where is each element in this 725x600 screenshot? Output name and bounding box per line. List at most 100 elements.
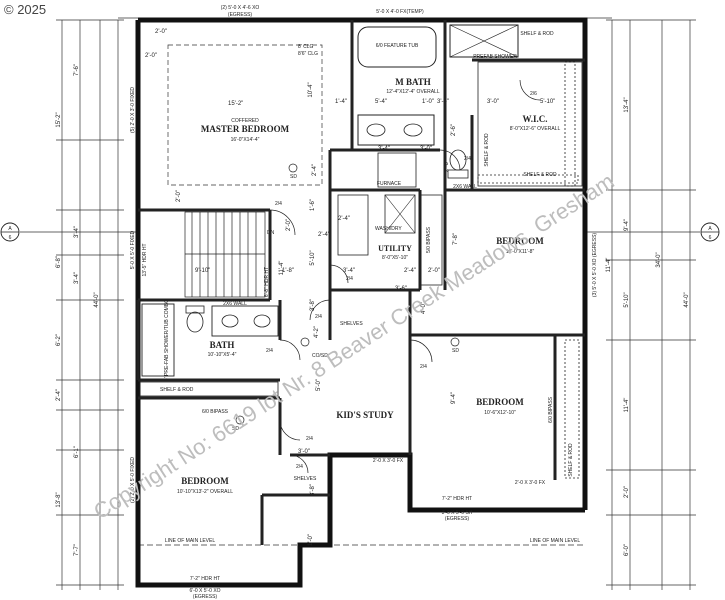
- stair-hdr-label: 13'-5" HDR HT: [142, 243, 148, 276]
- svg-text:3'-4": 3'-4": [343, 268, 355, 274]
- svg-text:3'-4": 3'-4": [74, 272, 80, 284]
- svg-text:7'-7": 7'-7": [74, 544, 80, 556]
- svg-text:2'-0": 2'-0": [286, 219, 292, 231]
- svg-text:44'-0": 44'-0": [94, 292, 100, 307]
- main-level-left-label: LINE OF MAIN LEVEL: [165, 538, 216, 544]
- sd-label-master: SD: [290, 174, 297, 180]
- svg-text:3'-0": 3'-0": [298, 449, 310, 455]
- svg-text:1'-0": 1'-0": [422, 99, 434, 105]
- svg-text:3'-8": 3'-8": [310, 299, 316, 311]
- kids-study-name: KID'S STUDY: [336, 410, 394, 420]
- washer-box: [337, 194, 369, 256]
- bedroom-east-name: BEDROOM: [496, 236, 544, 246]
- svg-text:6'-1": 6'-1": [74, 446, 80, 458]
- svg-text:13'-8": 13'-8": [56, 492, 62, 507]
- win-south-label: 6'-0 X 5'-0 XO: [189, 588, 220, 594]
- svg-text:A: A: [708, 226, 712, 232]
- svg-text:3'-4": 3'-4": [437, 99, 449, 105]
- svg-text:2/6: 2/6: [530, 91, 537, 97]
- svg-text:5'-4": 5'-4": [375, 99, 387, 105]
- sink-icon: [221, 314, 239, 328]
- svg-text:4'-0": 4'-0": [421, 302, 427, 314]
- stair-window-label: 5'-0 X 5'-0 FIXED: [130, 230, 136, 269]
- wic-name: W.I.C.: [523, 114, 548, 124]
- svg-text:11'-4": 11'-4": [606, 258, 612, 273]
- shelf-rod-vertical-label: SHELF & ROD: [484, 133, 490, 167]
- furnace-label: FURNACE: [377, 181, 402, 187]
- shelf-rod-east-label: SHELF & ROD: [568, 443, 574, 477]
- vanity-bath: [211, 305, 279, 337]
- svg-text:2'-0": 2'-0": [176, 190, 182, 202]
- smoke-detectors: [235, 163, 460, 425]
- shower-tub-combo: [141, 303, 175, 377]
- win-center-label: 3'-0 X 5'-0 SH: [442, 510, 473, 516]
- vanity-master: [357, 114, 435, 146]
- door-labels: 2/4 2/4 2/4 2/4 2/4 2/4 2/6 2/4 2/4: [266, 91, 537, 470]
- svg-text:3'-6": 3'-6": [395, 286, 407, 292]
- bipass-utility-label: 5/0 BIPASS: [426, 226, 432, 253]
- washer-label: WASH/DRY: [375, 226, 402, 232]
- svg-text:5'-0": 5'-0": [316, 379, 322, 391]
- svg-text:1'-0": 1'-0": [308, 534, 314, 546]
- m-bath-size: 12'-4"X12'-4" OVERALL: [386, 89, 439, 95]
- win-center-egress: (EGRESS): [445, 516, 470, 522]
- svg-text:2'-0": 2'-0": [155, 29, 167, 35]
- m-bath-name: M BATH: [395, 77, 431, 87]
- west-window-label: (5) 2'-0 X 3'-0 FIXED: [130, 87, 136, 133]
- svg-text:6'-0": 6'-0": [624, 544, 630, 556]
- prefab-shower-shape: [449, 24, 519, 58]
- svg-text:5'-10": 5'-10": [310, 250, 316, 265]
- svg-text:1'-4": 1'-4": [335, 99, 347, 105]
- shelves-hall-label: SHELVES: [294, 476, 317, 482]
- exterior-walls: [135, 17, 588, 588]
- hdr-south-label: 7'-2" HDR HT: [190, 576, 220, 582]
- win-study-label: 2'-0 X 3'-0 FX: [373, 458, 404, 464]
- coffered-ceiling-outline: [167, 44, 323, 186]
- svg-text:3'-4": 3'-4": [74, 226, 80, 238]
- door-swings: [269, 79, 541, 474]
- svg-text:2/4: 2/4: [315, 314, 322, 320]
- right-dimensions: 13'-4" 9'-4" 11'-4" 34'-0" 5'-10" 11'-4"…: [606, 97, 690, 556]
- bedroom-center-name: BEDROOM: [476, 397, 524, 407]
- win-east-label: 2'-0 X 3'-0 FX: [515, 480, 546, 486]
- stairs: [184, 211, 266, 298]
- top-window-label: (2) 5'-0 X 4'-6 XO: [221, 5, 260, 11]
- svg-text:2'-4": 2'-4": [338, 216, 350, 222]
- sink-icon: [366, 123, 386, 137]
- sd-label-south: SD: [232, 426, 239, 432]
- svg-text:2'-0": 2'-0": [145, 53, 157, 59]
- bedroom-center-size: 10'-6"X12'-10": [484, 410, 516, 416]
- svg-text:44'-0": 44'-0": [684, 292, 690, 307]
- sink-icon: [403, 123, 423, 137]
- svg-text:15'-2": 15'-2": [228, 101, 243, 107]
- svg-text:10'-4": 10'-4": [308, 82, 314, 97]
- west-window-south-label: (2) 2'-0 X 5'-0 FIXED: [130, 457, 136, 503]
- svg-text:2/4: 2/4: [464, 156, 471, 162]
- svg-text:5'-10": 5'-10": [540, 99, 555, 105]
- svg-text:2/4: 2/4: [275, 201, 282, 207]
- svg-text:6'-2": 6'-2": [56, 334, 62, 346]
- copyright-text: © 2025: [4, 2, 46, 17]
- coffered-note: COFFERED: [231, 118, 259, 124]
- east-window-label: (3) 5'-0 X 5'-0 XO (EGRESS): [592, 233, 598, 297]
- closets: [139, 61, 583, 479]
- top-window-egress: (EGRESS): [228, 12, 253, 18]
- feature-tub: [357, 26, 437, 68]
- svg-text:9'-10": 9'-10": [195, 268, 210, 274]
- wic-size: 8'-0"X12'-6" OVERALL: [510, 126, 561, 132]
- ceiling-8-label: 8' CLG: [298, 44, 314, 50]
- svg-text:1'-6": 1'-6": [310, 199, 316, 211]
- svg-text:2'-6": 2'-6": [444, 160, 450, 172]
- svg-text:3'-4": 3'-4": [378, 146, 390, 152]
- svg-text:2/4: 2/4: [296, 464, 303, 470]
- bath-name: BATH: [210, 340, 235, 350]
- section-marker-left: A 6: [0, 222, 20, 242]
- bath-size: 10'-10"X5'-4": [208, 352, 237, 358]
- shelf-rod-label-wic-bottom: SHELF & ROD: [523, 172, 557, 178]
- bipass-center-label: 6/0 BIPASS: [548, 396, 554, 423]
- left-dimensions: 7'-6" 15'-2" 3'-4" 6'-8" 3'-4" 6'-2" 2'-…: [56, 64, 100, 556]
- co-sd-label: CO/SD: [312, 353, 328, 359]
- utility-size: 8'-0"X5'-10": [382, 255, 408, 261]
